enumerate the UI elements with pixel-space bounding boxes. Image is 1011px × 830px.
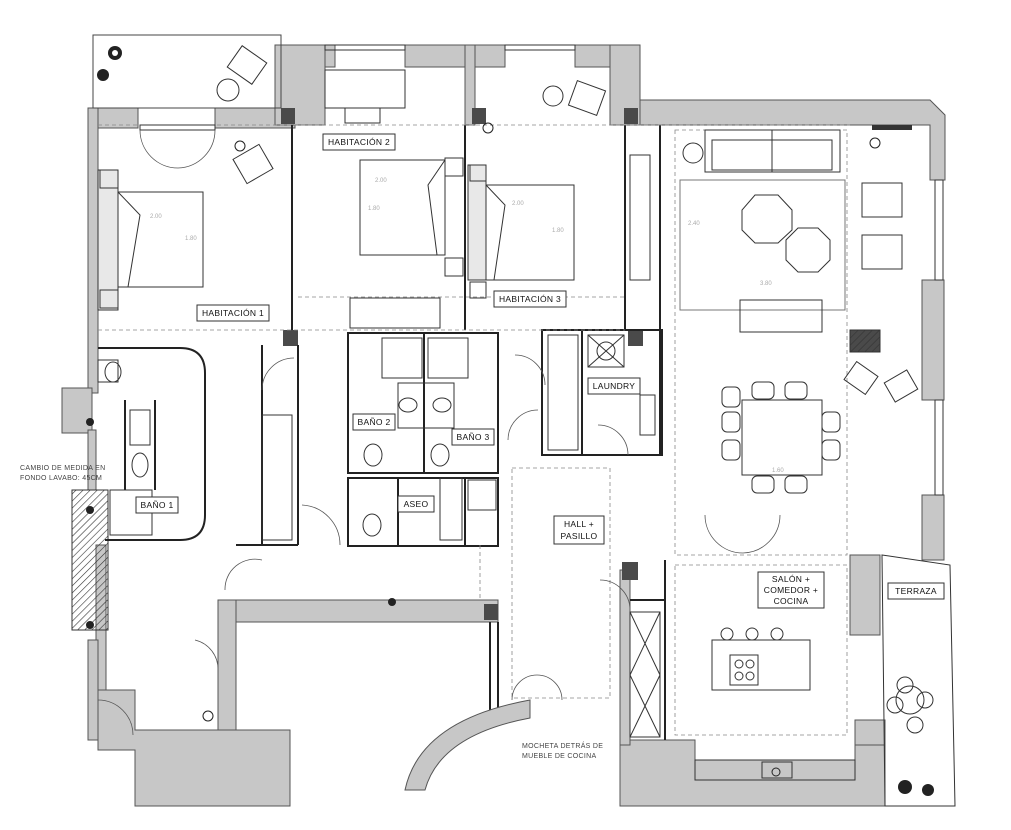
room-labels: HABITACIÓN 1 HABITACIÓN 2 HABITACIÓN 3 B… (135, 133, 945, 609)
column (622, 562, 638, 580)
label-aseo: ASEO (404, 499, 429, 509)
label-habitacion-3: HABITACIÓN 3 (499, 294, 561, 304)
label-hall-line-1: HALL + (564, 519, 594, 529)
armchairs (216, 45, 919, 403)
dim-bed1-length: 1.80 (185, 236, 197, 242)
column (283, 330, 298, 346)
kitchen-tall-units (629, 611, 661, 738)
door-swings (97, 129, 781, 736)
rug (679, 179, 846, 311)
label-habitacion-2: HABITACIÓN 2 (328, 137, 390, 147)
label-bano-2: BAÑO 2 (358, 417, 391, 427)
bed-habitacion-2 (359, 157, 464, 277)
label-salon-line-3: COCINA (774, 596, 809, 606)
lamp (682, 142, 704, 164)
balcony-left (92, 34, 282, 109)
label-box (352, 413, 396, 431)
dim-bed2-width: 2.00 (375, 178, 387, 184)
label-salon-line-1: SALÓN + (772, 574, 810, 584)
coffee-table (741, 194, 793, 244)
hatched-wall-right (872, 125, 912, 130)
label-bano-3: BAÑO 3 (457, 432, 490, 442)
label-hall-line-2: PASILLO (561, 531, 598, 541)
bed-habitacion-1 (97, 169, 204, 311)
coffee-table (785, 227, 831, 273)
dim-rug-width: 3.80 (760, 281, 772, 287)
label-box (196, 304, 270, 322)
bed-habitacion-3 (467, 164, 575, 299)
detail-markers (86, 122, 881, 777)
wardrobes (261, 297, 579, 541)
label-laundry: LAUNDRY (593, 381, 636, 391)
column (628, 330, 643, 346)
label-box (587, 377, 641, 395)
hatched-wall-column (849, 329, 881, 353)
label-box (757, 571, 825, 609)
note-mocheta-line-2: MUEBLE DE COCINA (522, 753, 596, 760)
curved-wall (404, 699, 531, 791)
kitchen-sink (761, 761, 793, 779)
column (281, 108, 295, 124)
label-terraza: TERRAZA (895, 586, 937, 596)
column (472, 108, 486, 124)
dim-bed1-width: 2.00 (150, 214, 162, 220)
sofa (704, 129, 841, 173)
note-lavabo-line-1: CAMBIO DE MEDIDA EN (20, 465, 105, 472)
terrace-furniture (881, 554, 956, 807)
note-mocheta-line-1: MOCHETA DETRÁS DE (522, 741, 603, 750)
label-salon-line-2: COMEDOR + (764, 585, 818, 595)
label-bano-1: BAÑO 1 (141, 500, 174, 510)
note-lavabo-line-2: FONDO LAVABO: 45CM (20, 475, 102, 482)
exterior-walls (61, 44, 946, 807)
plant-icons (97, 46, 934, 796)
dim-bed2-length: 1.80 (368, 206, 380, 212)
label-box (887, 582, 945, 600)
desk-chair (344, 107, 381, 124)
label-box (493, 290, 567, 308)
label-habitacion-1: HABITACIÓN 1 (202, 308, 264, 318)
label-box (451, 428, 495, 446)
interior-walls (98, 125, 666, 740)
label-box (553, 515, 605, 545)
dining-set (721, 381, 841, 494)
dim-bed3-length: 1.80 (552, 228, 564, 234)
desk (324, 69, 406, 109)
kitchen-island (711, 627, 811, 691)
bathroom-fixtures (97, 334, 656, 541)
windows (139, 44, 944, 496)
label-box (322, 133, 396, 151)
dim-bed3-width: 2.00 (512, 201, 524, 207)
dim-table-length: 1.60 (772, 468, 784, 474)
column (624, 108, 638, 124)
label-box (397, 495, 435, 513)
dim-rug-length: 2.40 (688, 221, 700, 227)
kitchen-counter (694, 759, 856, 781)
column (484, 604, 498, 620)
label-box (135, 496, 179, 514)
tv-unit (739, 299, 823, 333)
